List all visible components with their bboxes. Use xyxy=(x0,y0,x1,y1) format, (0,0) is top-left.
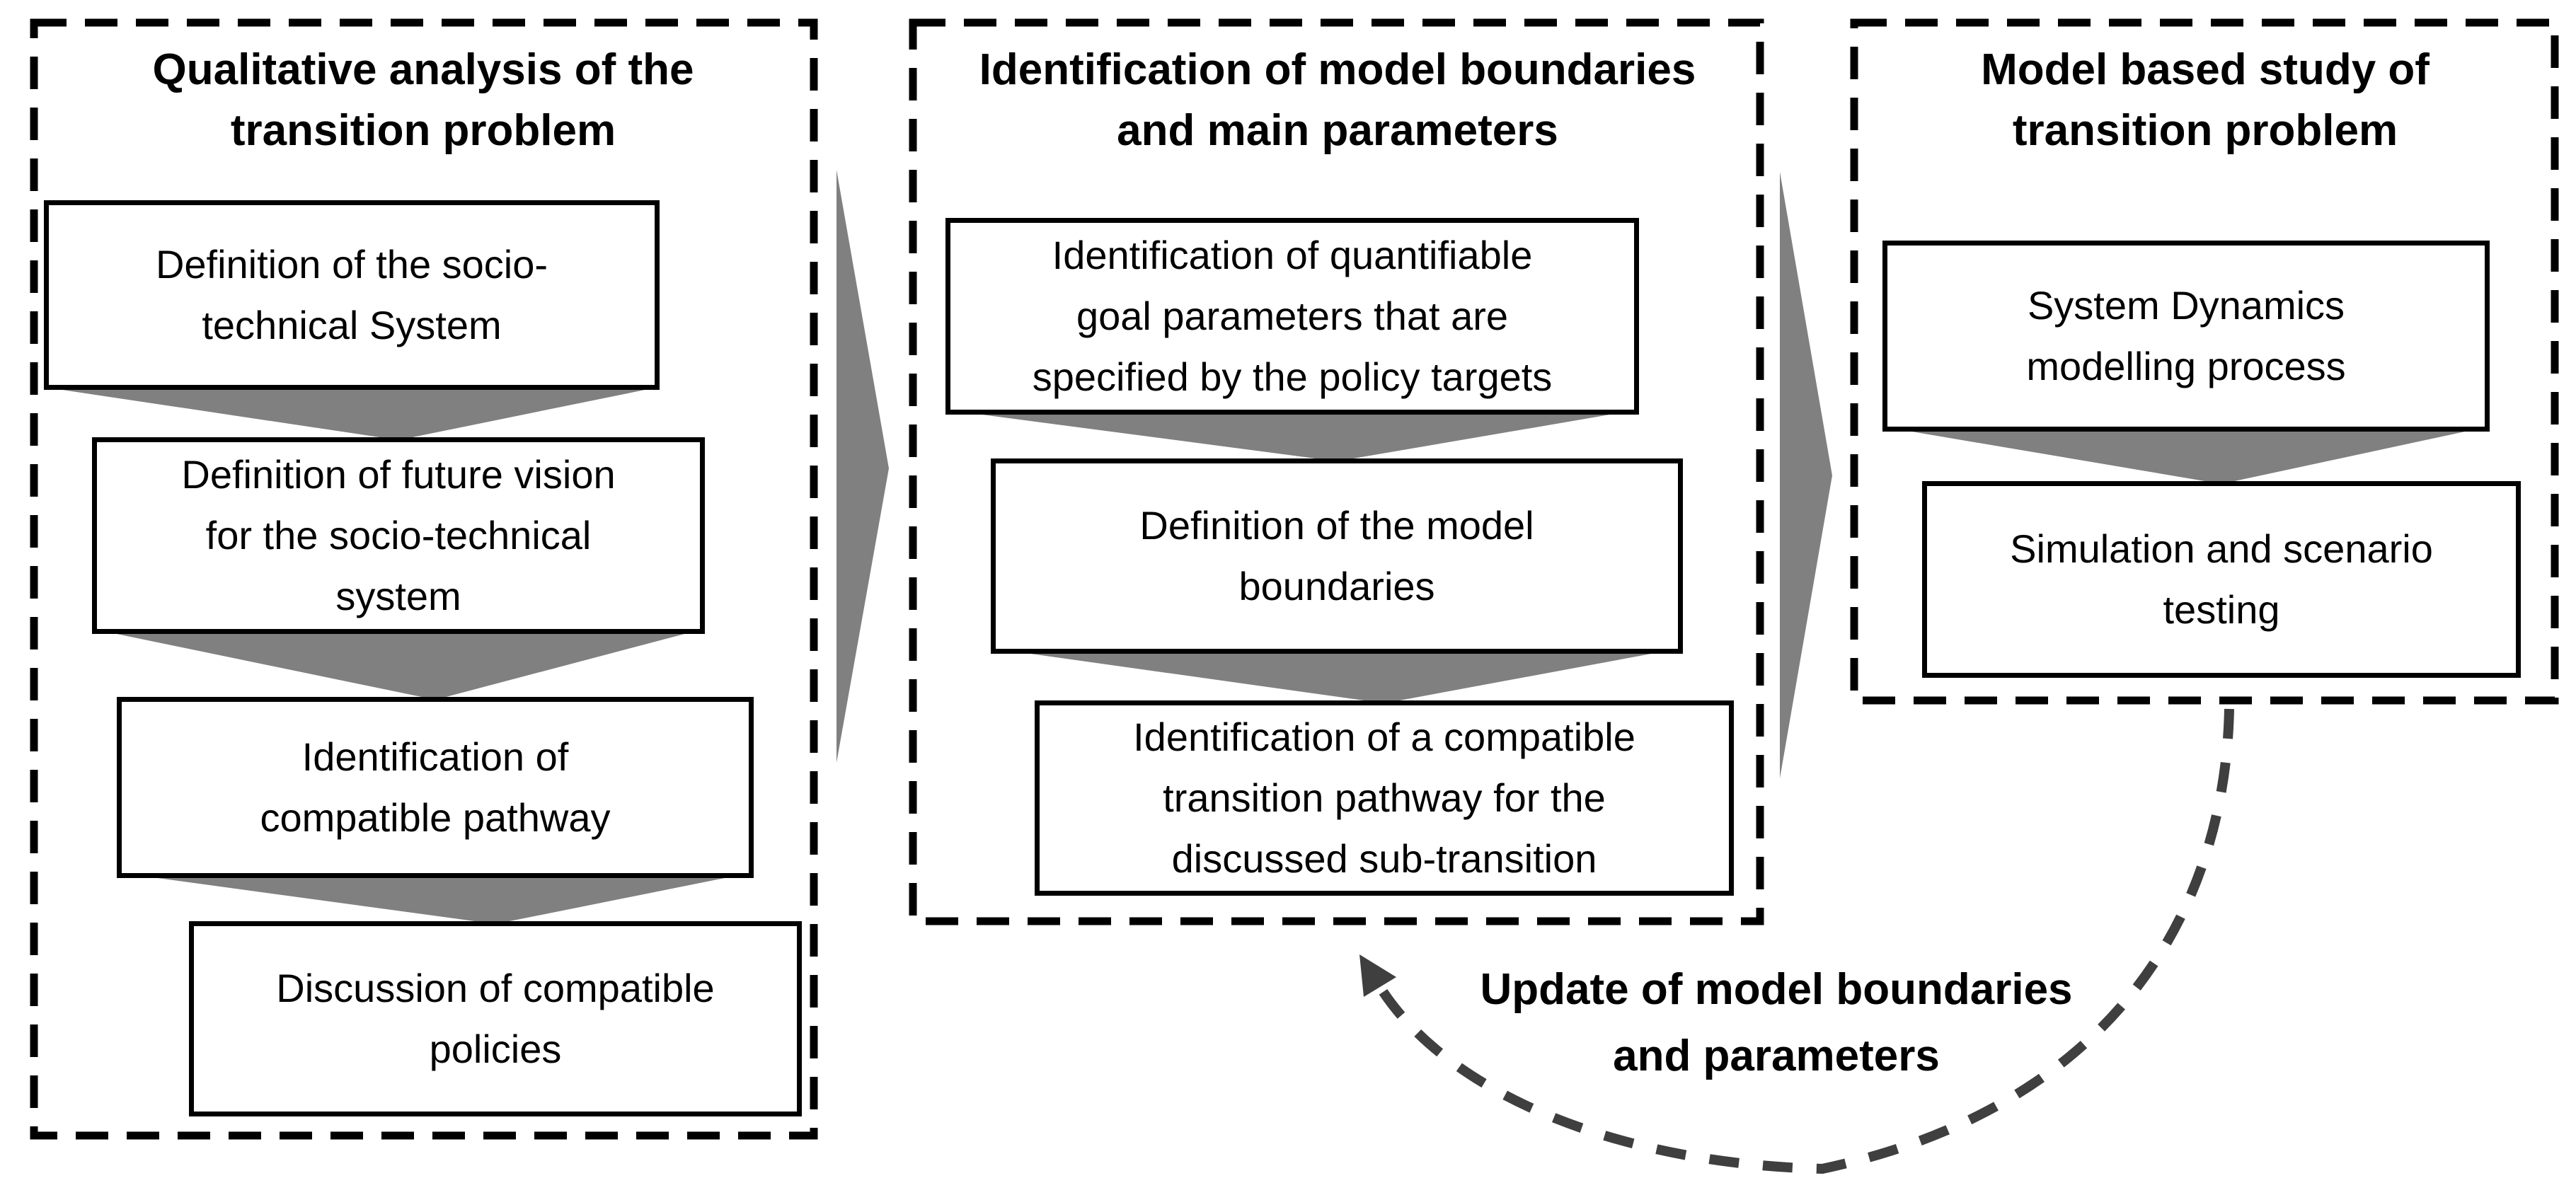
process-box-definition-model-boundaries: Definition of the model boundaries xyxy=(991,458,1683,654)
process-box-system-dynamics-modelling: System Dynamics modelling process xyxy=(1882,241,2490,432)
process-box-label: Discussion of compatible policies xyxy=(276,966,715,1071)
arrow-right-icon-panel1-to-panel2 xyxy=(836,170,889,763)
process-box-label: Definition of the socio- technical Syste… xyxy=(155,242,548,347)
panel-title-qualitative-analysis: Qualitative analysis of the transition p… xyxy=(152,45,694,155)
arrow-down-icon-left-box2-to-box3 xyxy=(96,630,701,700)
process-box-label: Simulation and scenario testing xyxy=(2010,526,2433,632)
process-box-definition-future-vision: Definition of future vision for the soci… xyxy=(92,437,705,634)
arrow-down-icon-left-box1-to-box2 xyxy=(48,388,655,440)
process-box-label: Identification of a compatible transitio… xyxy=(1133,715,1635,881)
process-box-identification-compatible-pathway: Identification of compatible pathway xyxy=(117,697,754,878)
feedback-arrowhead-icon xyxy=(1359,954,1396,997)
arrow-down-icon-right-box1-to-box2 xyxy=(1887,427,2485,484)
process-box-label: Definition of the model boundaries xyxy=(1139,503,1534,608)
arrow-down-icon-left-box3-to-box4 xyxy=(121,873,749,924)
process-box-definition-socio-technical-system: Definition of the socio- technical Syste… xyxy=(44,200,660,390)
process-box-simulation-scenario-testing: Simulation and scenario testing xyxy=(1922,481,2521,678)
process-box-identification-transition-pathway: Identification of a compatible transitio… xyxy=(1035,700,1734,896)
arrow-right-icon-panel2-to-panel3 xyxy=(1780,172,1832,778)
process-box-discussion-compatible-policies: Discussion of compatible policies xyxy=(189,921,802,1116)
process-box-label: Definition of future vision for the soci… xyxy=(181,452,616,618)
panel-title-model-boundaries: Identification of model boundaries and m… xyxy=(979,45,1696,155)
feedback-curve-dashed-arrow xyxy=(1376,708,2234,1174)
arrow-down-icon-middle-box2-to-box3 xyxy=(995,649,1678,703)
feedback-label-update-model-boundaries: Update of model boundaries and parameter… xyxy=(1480,965,2073,1080)
process-box-label: Identification of quantifiable goal para… xyxy=(1032,233,1553,399)
process-box-label: System Dynamics modelling process xyxy=(2026,283,2346,388)
panel-title-model-based-study: Model based study of transition problem xyxy=(1981,45,2430,155)
panel-frame-model-based-study xyxy=(1850,18,2559,705)
panel-frame-qualitative-analysis xyxy=(30,18,818,1140)
arrow-down-icon-middle-box1-to-box2 xyxy=(950,410,1635,461)
process-box-identification-goal-parameters: Identification of quantifiable goal para… xyxy=(945,218,1639,415)
process-box-label: Identification of compatible pathway xyxy=(260,734,611,840)
panel-frame-model-boundaries xyxy=(909,18,1764,925)
